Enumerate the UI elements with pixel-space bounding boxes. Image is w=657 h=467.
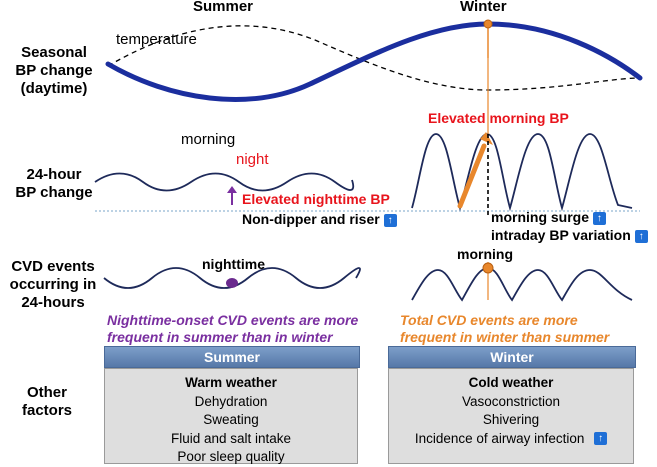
- winter-factor-item: Incidence of airway infection: [414, 430, 585, 446]
- row-label-line: CVD events: [11, 258, 95, 275]
- row-label-line: (daytime): [20, 80, 88, 97]
- winter-factors-box: Cold weather Vasoconstriction Shivering …: [388, 368, 634, 464]
- nighttime-label: nighttime: [202, 256, 265, 272]
- row-label-24h: 24-hour BP change: [2, 166, 106, 202]
- summer-factors-header: Summer: [104, 346, 360, 368]
- nighttime-peak-marker: [226, 278, 238, 288]
- winter-factor-item-with-badge: Incidence of airway infection ↑: [389, 430, 633, 449]
- up-arrow-icon: ↑: [594, 432, 608, 446]
- winter-note-line: Total CVD events are more: [400, 312, 578, 328]
- row-label-other: Other factors: [2, 384, 92, 420]
- winter-peak-dot: [483, 19, 493, 29]
- up-arrow-icon: ↑: [592, 211, 606, 225]
- row-label-line: 24-hour: [26, 166, 82, 183]
- morning-peak-marker: [482, 262, 494, 274]
- winter-note-line: frequent in winter than summer: [400, 329, 610, 345]
- non-dipper-label: Non-dipper and riser ↑: [242, 211, 397, 227]
- intraday-variation-label: intraday BP variation ↑: [491, 227, 648, 243]
- seasonal-bp-curve: [105, 21, 643, 102]
- morning-surge-arrow-head: [480, 132, 493, 145]
- night-label: night: [236, 151, 269, 168]
- nighttime-arrow-head: [227, 186, 237, 193]
- summer-note-line: frequent in summer than in winter: [107, 329, 333, 345]
- winter-factors-header: Winter: [388, 346, 636, 368]
- winter-cvd-note: Total CVD events are more frequent in wi…: [400, 312, 609, 346]
- summer-factor-item: Fluid and salt intake: [170, 430, 292, 446]
- morning-surge-text: morning surge: [491, 209, 590, 225]
- up-arrow-icon: ↑: [634, 229, 648, 243]
- summer-factor-item: Poor sleep quality: [177, 449, 285, 464]
- summer-factor-item: Sweating: [203, 412, 259, 427]
- summer-factors-box: Warm weather Dehydration Sweating Fluid …: [104, 368, 358, 464]
- row-label-line: BP change: [15, 62, 93, 79]
- row-label-line: BP change: [15, 184, 93, 201]
- winter-factor-item: Shivering: [482, 412, 540, 427]
- row-label-line: factors: [21, 402, 73, 419]
- summer-24h-wave: [94, 172, 355, 192]
- morning-surge-arrow-shaft: [457, 143, 487, 209]
- morning-surge-label: morning surge ↑: [491, 209, 606, 225]
- row-label-line: occurring in: [9, 276, 97, 293]
- non-dipper-text: Non-dipper and riser: [242, 211, 380, 227]
- elevated-morning-label: Elevated morning BP: [428, 110, 569, 126]
- row-label-line: Other: [26, 384, 67, 401]
- winter-factor-item: Vasoconstriction: [461, 393, 561, 409]
- summer-cvd-wave: [103, 267, 361, 289]
- summer-factor-item: Dehydration: [194, 393, 268, 409]
- winter-cvd-wave: [411, 267, 633, 302]
- temperature-label: temperature: [116, 31, 197, 48]
- winter-column-header: Winter: [460, 0, 507, 15]
- winter-24h-wave: [411, 133, 633, 212]
- summer-note-line: Nighttime-onset CVD events are more: [107, 312, 359, 328]
- row-label-line: 24-hours: [21, 294, 85, 311]
- row-label-cvd: CVD events occurring in 24-hours: [0, 258, 106, 312]
- summer-cvd-note: Nighttime-onset CVD events are more freq…: [107, 312, 358, 346]
- summer-factor-item: Warm weather: [185, 375, 277, 390]
- intraday-variation-text: intraday BP variation: [491, 227, 631, 243]
- summer-column-header: Summer: [193, 0, 254, 15]
- row-label-line: Seasonal: [21, 44, 87, 61]
- up-arrow-icon: ↑: [383, 213, 397, 227]
- morning-label-cvd: morning: [457, 246, 513, 262]
- morning-label-24h: morning: [181, 131, 236, 148]
- winter-factor-item: Cold weather: [468, 375, 554, 390]
- elevated-nighttime-label: Elevated nighttime BP: [242, 191, 390, 207]
- row-label-seasonal: Seasonal BP change (daytime): [2, 44, 106, 98]
